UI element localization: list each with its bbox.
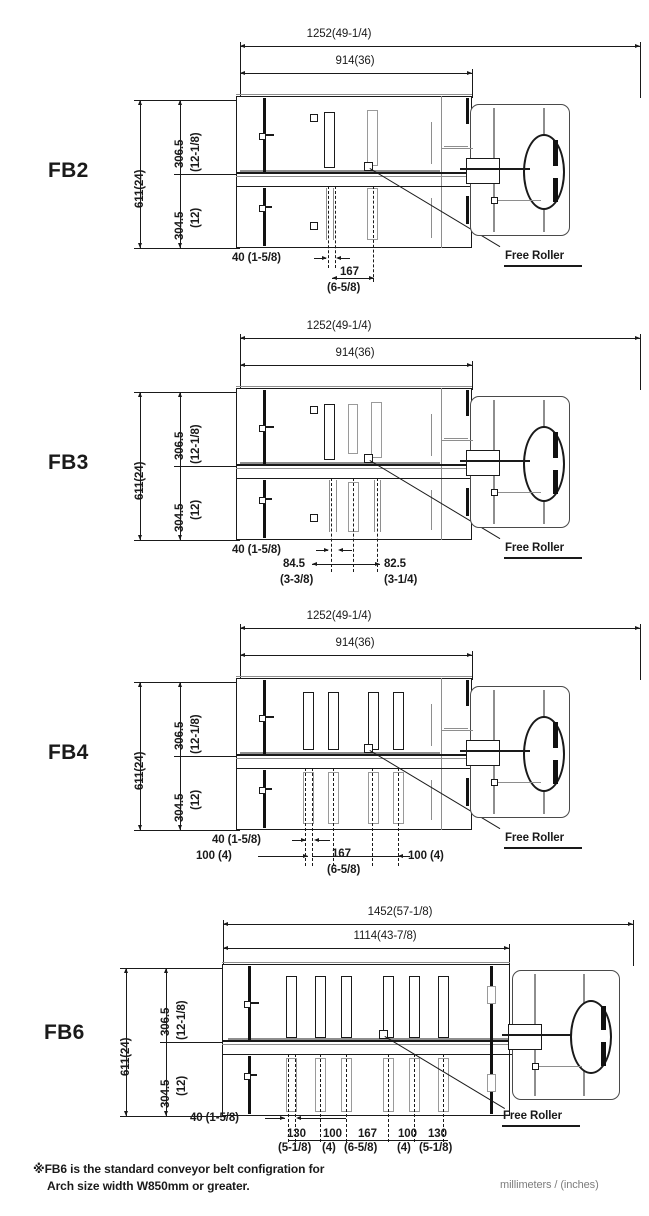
dim-pitch-mm-fb3-b: 82.5: [384, 558, 406, 570]
flight-bar: [341, 976, 352, 1038]
flight-bar: [367, 188, 378, 240]
flight-bar: [368, 772, 379, 824]
dim-chain-mm-4: 100: [398, 1128, 417, 1140]
dim-chain-in-3: (6-5/8): [344, 1142, 378, 1154]
dim-overall-height-fb3: 611(24): [134, 461, 146, 500]
dim-pitch-in-fb2: (6-5/8): [327, 282, 361, 294]
dim-inner-width-fb3: 914(36): [335, 347, 375, 359]
flight-bar: [286, 1058, 297, 1112]
flight-bar: [303, 772, 314, 824]
dim-inner-width-fb6: 1114(43-7/8): [353, 930, 417, 942]
dim-upper-mm-fb2: 306.5: [174, 139, 186, 168]
free-roller-label-fb2: Free Roller: [505, 250, 564, 262]
variant-label-fb4: FB4: [48, 741, 89, 764]
variant-label-fb6: FB6: [44, 1021, 85, 1044]
dim-inner-width-fb2: 914(36): [335, 55, 375, 67]
dim-overall-height-fb2: 611(24): [134, 169, 146, 208]
dim-pitch-mm-fb3-a: 84.5: [283, 558, 305, 570]
dim-upper-mm-fb3: 306.5: [174, 431, 186, 460]
dim-chain-in-4: (4): [397, 1142, 411, 1154]
dim-pitch-in-fb3-a: (3-3/8): [280, 574, 314, 586]
variant-label-fb2: FB2: [48, 159, 89, 182]
dim-lower-in-fb6: (12): [176, 1075, 188, 1096]
flight-bar: [371, 402, 382, 458]
dim-chain-mm-3: 167: [358, 1128, 377, 1140]
flight-bar: [324, 112, 335, 168]
flight-bar: [315, 976, 326, 1038]
dim-upper-in-fb3: (12-1/8): [190, 424, 202, 464]
dim-upper-in-fb2: (12-1/8): [190, 132, 202, 172]
flight-bar: [303, 692, 314, 750]
flight-bar: [368, 692, 379, 750]
variant-block-fb2: FB2 1252(49-1/4) 914(36) 611(24) 306.5 (…: [0, 0, 649, 306]
dim-lower-in-fb4: (12): [190, 789, 202, 810]
dim-chain-mm-1: 130: [287, 1128, 306, 1140]
dim-offset40-fb4: 40 (1-5/8): [212, 834, 261, 846]
variant-block-fb3: FB3 1252(49-1/4) 914(36) 611(24) 306.5 (…: [0, 292, 649, 598]
free-roller-label-fb4: Free Roller: [505, 832, 564, 844]
dim-edge-right-fb4: 100 (4): [408, 850, 444, 862]
flight-bar: [328, 692, 339, 750]
dim-upper-in-fb4: (12-1/8): [190, 714, 202, 754]
flight-bar: [286, 976, 297, 1038]
dim-inner-width-fb4: 914(36): [335, 637, 375, 649]
dim-lower-mm-fb4: 304.5: [174, 793, 186, 822]
variant-block-fb6: FB6 1452(57-1/8) 1114(43-7/8) 611(24) 30…: [0, 888, 649, 1158]
dim-offset40-fb2: 40 (1-5/8): [232, 252, 281, 264]
free-roller-marker-fb6: [379, 1030, 388, 1039]
dim-chain-in-2: (4): [322, 1142, 336, 1154]
flight-bar: [383, 976, 394, 1038]
dim-chain-in-5: (5-1/8): [419, 1142, 453, 1154]
dim-outer-width-fb3: 1252(49-1/4): [306, 320, 372, 332]
free-roller-label-fb6: Free Roller: [503, 1110, 562, 1122]
flight-bar: [409, 976, 420, 1038]
flight-bar: [438, 976, 449, 1038]
dim-chain-mm-2: 100: [323, 1128, 342, 1140]
footnote-line-2: Arch size width W850mm or greater.: [47, 1179, 250, 1193]
units-note: millimeters / (inches): [500, 1179, 599, 1191]
dim-upper-mm-fb4: 306.5: [174, 721, 186, 750]
dim-pitch-mm-fb4: 167: [332, 848, 351, 860]
flight-bar: [348, 404, 358, 454]
free-roller-wheel-fb4: [523, 716, 565, 792]
flight-bar: [367, 110, 378, 166]
dim-upper-in-fb6: (12-1/8): [176, 1000, 188, 1040]
dim-lower-mm-fb2: 304.5: [174, 211, 186, 240]
dim-outer-width-fb2: 1252(49-1/4): [306, 28, 372, 40]
free-roller-marker-fb2: [364, 162, 373, 171]
dim-outer-width-fb4: 1252(49-1/4): [306, 610, 372, 622]
dim-offset40-fb3: 40 (1-5/8): [232, 544, 281, 556]
dim-lower-mm-fb3: 304.5: [174, 503, 186, 532]
free-roller-marker-fb3: [364, 454, 373, 463]
dim-pitch-in-fb4: (6-5/8): [327, 864, 361, 876]
dim-pitch-mm-fb2: 167: [340, 266, 359, 278]
dim-overall-height-fb6: 611(24): [120, 1037, 132, 1076]
dim-offset40-fb6: 40 (1-5/8): [190, 1112, 239, 1124]
dim-upper-mm-fb6: 306.5: [160, 1007, 172, 1036]
dim-pitch-in-fb3-b: (3-1/4): [384, 574, 418, 586]
dim-outer-width-fb6: 1452(57-1/8): [367, 906, 433, 918]
free-roller-wheel-fb3: [523, 426, 565, 502]
flight-bar: [393, 692, 404, 750]
variant-label-fb3: FB3: [48, 451, 89, 474]
dim-chain-in-1: (5-1/8): [278, 1142, 312, 1154]
dim-lower-in-fb3: (12): [190, 499, 202, 520]
free-roller-label-fb3: Free Roller: [505, 542, 564, 554]
flight-bar: [324, 404, 335, 460]
dim-lower-mm-fb6: 304.5: [160, 1079, 172, 1108]
dim-overall-height-fb4: 611(24): [134, 751, 146, 790]
dim-lower-in-fb2: (12): [190, 207, 202, 228]
free-roller-marker-fb4: [364, 744, 373, 753]
dim-chain-mm-5: 130: [428, 1128, 447, 1140]
dim-edge-left-fb4: 100 (4): [196, 850, 232, 862]
free-roller-wheel-fb2: [523, 134, 565, 210]
variant-block-fb4: FB4 1252(49-1/4) 914(36) 611(24) 306.5 (…: [0, 582, 649, 892]
footnote-line-1: ※FB6 is the standard conveyor belt confi…: [33, 1162, 325, 1176]
